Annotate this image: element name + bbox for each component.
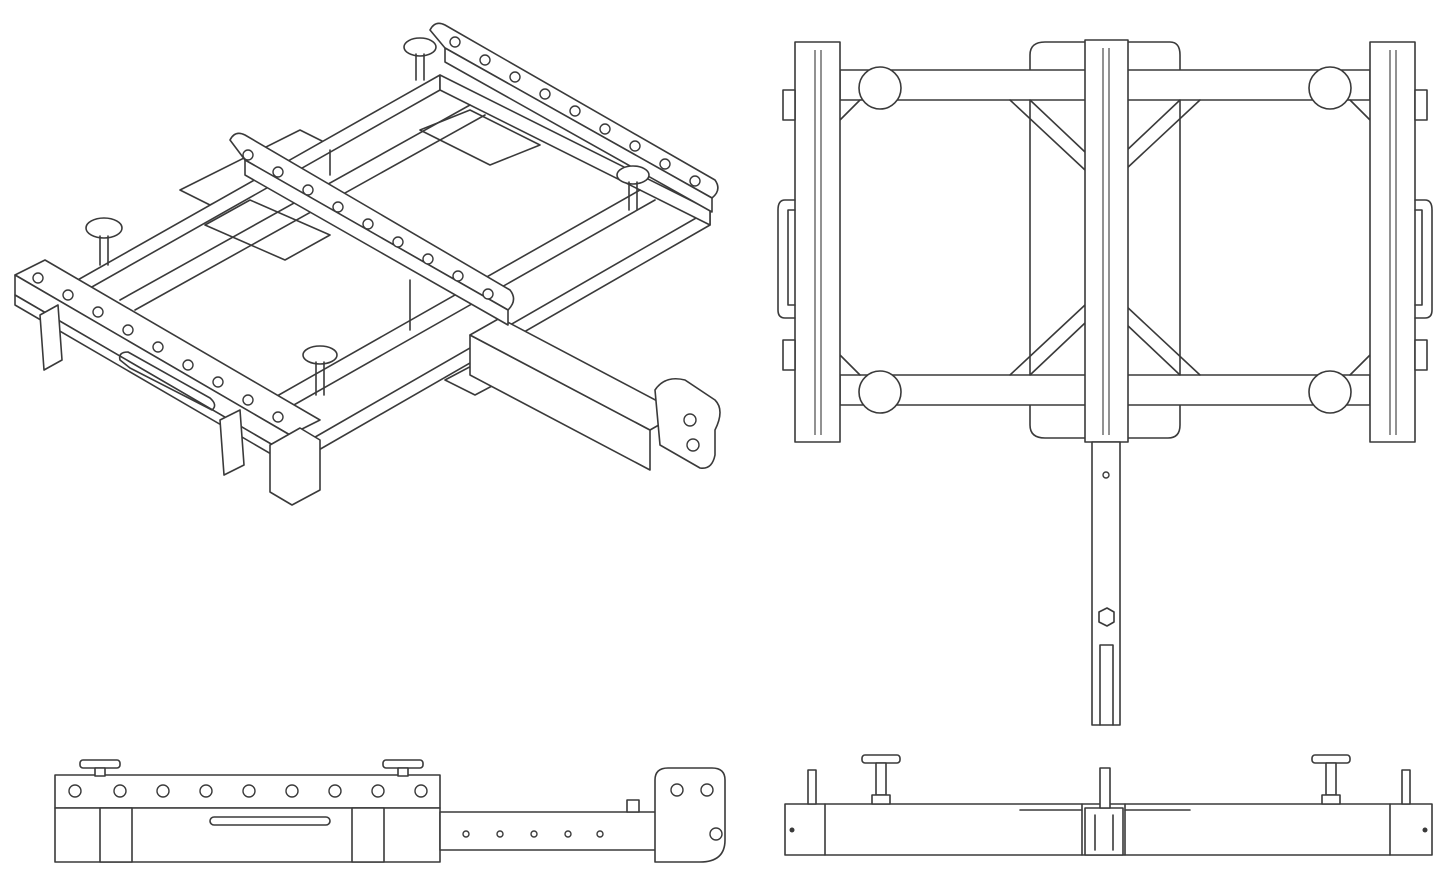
top-knob-1 [858,66,902,110]
iso-center-plate [204,199,331,261]
side-handle-slot [209,816,331,826]
top-rail-left-slot [814,50,822,435]
iso-end-hole-1 [683,413,697,427]
top-handle-left-inner [787,209,796,306]
top-knob-2 [1308,66,1352,110]
side-end-bracket [654,767,726,863]
iso-rail-back [439,74,711,226]
top-rail-right [1369,41,1416,443]
iso-rail-holes [32,36,701,423]
isometric-view [14,22,721,506]
iso-tube-d [284,199,656,411]
side-view [54,759,726,863]
iso-posts [329,149,411,331]
top-rail-center [1084,39,1129,443]
top-arm-nut [1098,607,1115,627]
side-knobs [79,759,424,777]
iso-clamp-left [39,304,63,371]
iso-middle-rail-side [244,159,509,326]
end-center-pin [1099,767,1111,809]
side-arm-holes [462,830,604,838]
iso-knobs [85,37,650,396]
end-center-clamp [1084,807,1124,856]
top-arm-hole [1102,471,1110,479]
top-extension-arm [1091,441,1121,726]
side-rail-holes [68,784,428,798]
end-bolt-right [1422,827,1428,833]
top-view [777,39,1433,726]
end-knobs [861,754,1351,805]
end-pin-right [1401,769,1411,805]
iso-rear-plate [419,109,541,166]
side-clamp-left [99,807,133,863]
top-knob-3 [858,370,902,414]
top-rail-right-slot [1389,50,1397,435]
top-knob-4 [1308,370,1352,414]
iso-clamp-right [219,409,245,476]
end-clamp-detail [1094,814,1114,851]
iso-end-hole-2 [686,438,700,452]
iso-rail-left [59,74,441,306]
side-arm-stud [626,799,640,813]
top-rail-center-slot [1102,48,1110,435]
end-frame-divisions [824,803,1391,856]
top-diagonal-braces [1009,99,1201,376]
top-arm-pin [1099,644,1114,726]
top-handle-left [777,199,796,319]
side-clamp-right [351,807,385,863]
end-bolt-left [789,827,795,833]
iso-handle [118,351,216,411]
top-corner-gussets [839,99,1371,376]
top-clamps [782,89,1428,371]
side-bracket-holes [670,783,723,841]
top-rail-left [794,41,841,443]
top-handle-right [1414,199,1433,319]
end-pin-left [807,769,817,805]
side-extension-arm [439,811,661,851]
iso-corner-tube [269,427,321,506]
end-view [784,754,1433,856]
top-handle-right-inner [1414,209,1423,306]
side-frame-body [54,807,441,863]
